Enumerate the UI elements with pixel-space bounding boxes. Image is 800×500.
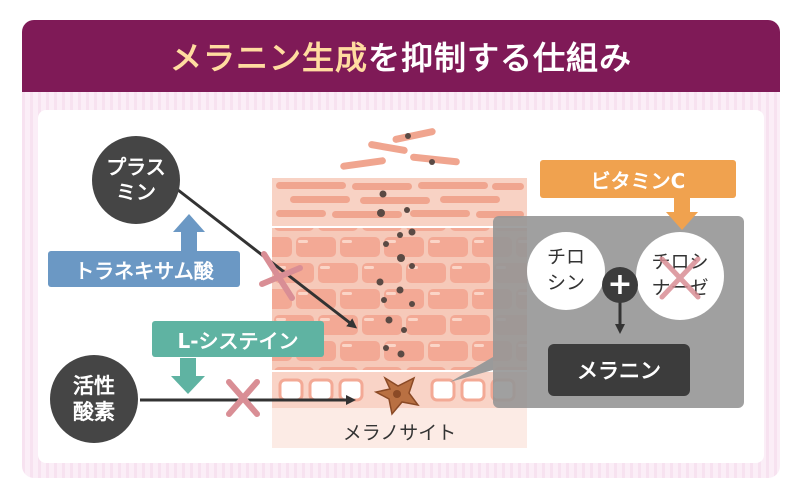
melanocyte-nucleus	[393, 390, 401, 398]
plasmin-node: プラス ミン	[92, 136, 180, 224]
l-cysteine-label: L-システイン	[152, 321, 324, 357]
melanocyte-caption: メラノサイト	[342, 422, 457, 444]
melanin-label: メラニン	[548, 344, 690, 396]
tranexamic-arrow-shaft	[181, 230, 197, 256]
cysteine-arrow-shaft	[180, 358, 196, 378]
tranexamic-arrow-head	[173, 214, 205, 232]
oxygen-block-cross	[226, 379, 260, 417]
title-bar: メラニン生成を抑制する仕組み	[22, 20, 780, 92]
melanin-granules	[376, 133, 435, 358]
basal-cells	[278, 378, 516, 402]
active-oxygen-node: 活性 酸素	[50, 355, 138, 443]
title-highlight: メラニン生成	[169, 39, 368, 77]
dermis-area	[272, 408, 527, 448]
vitamin-c-arrow-head	[666, 212, 698, 230]
plasmin-block-cross	[259, 251, 303, 301]
tyrosine-node: チロ シン	[527, 232, 605, 310]
tranexamic-acid-label: トラネキサム酸	[48, 251, 240, 287]
title-rest: を抑制する仕組み	[368, 39, 633, 77]
peeling-flakes	[340, 128, 460, 170]
vitamin-c-arrow-shaft	[674, 198, 690, 214]
stratum-corneum-flakes	[276, 182, 524, 218]
cysteine-arrow-head	[171, 376, 205, 394]
plus-icon: +	[602, 267, 638, 303]
vitamin-c-label: ビタミンC	[540, 160, 736, 198]
